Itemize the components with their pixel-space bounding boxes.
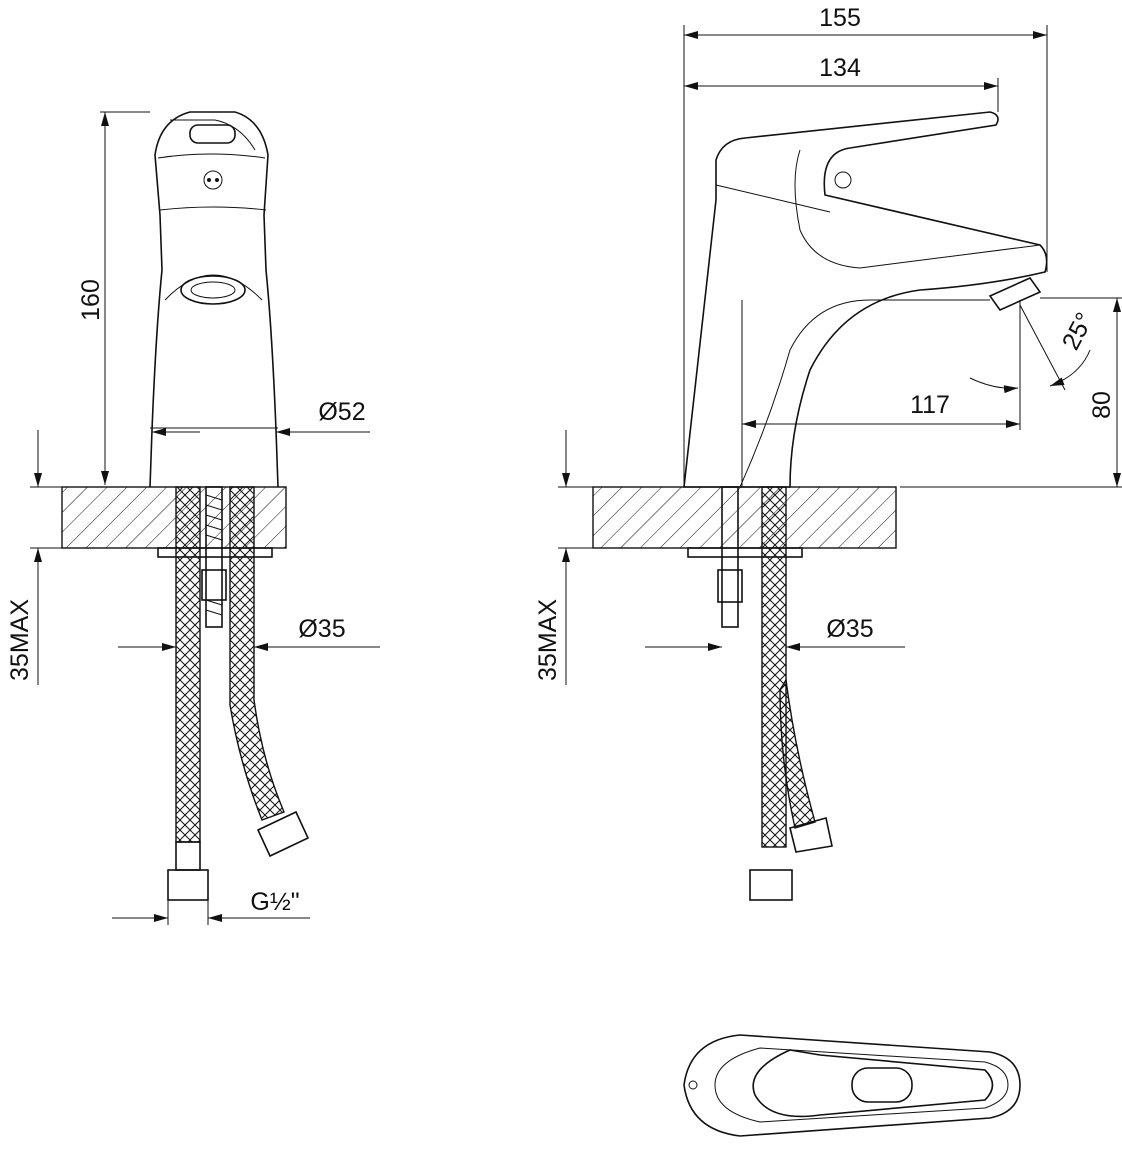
countertop-section	[592, 486, 897, 549]
mounting-nut	[201, 569, 227, 601]
height-label: 160	[77, 279, 105, 321]
aerator	[180, 275, 246, 305]
hole-diameter-label: Ø35	[298, 615, 345, 643]
spout-height-label: 80	[1088, 391, 1116, 419]
spout-reach-label: 117	[910, 391, 950, 419]
hose-nut-left	[167, 869, 209, 901]
faucet-body-front	[149, 111, 279, 488]
aerator-side	[988, 277, 1042, 311]
body-diameter-label: Ø52	[318, 398, 365, 426]
lever-screw-icon	[834, 171, 852, 189]
overall-length-label: 155	[819, 4, 861, 32]
side-view: 155 134 117 80 25° Ø35 35MAX	[534, 4, 1122, 901]
hose-nut	[749, 869, 793, 901]
countertop-max-label: 35MAX	[6, 599, 34, 681]
countertop-max-label: 35MAX	[534, 599, 562, 681]
mounting-nut	[717, 569, 743, 603]
supply-hose-left	[175, 486, 201, 843]
lever-slot	[851, 1067, 913, 1103]
supply-hose	[761, 486, 787, 848]
hole-diameter-label: Ø35	[826, 615, 873, 643]
lever-slot	[189, 124, 236, 144]
thread-size-label: G½"	[250, 888, 299, 916]
indicator-icon	[688, 1080, 698, 1090]
faucet-body-side	[683, 111, 1048, 488]
front-view: 160 Ø52 Ø35 35MAX G½"	[6, 111, 380, 925]
supply-hose-right	[229, 486, 285, 821]
lever-length-label: 134	[819, 54, 861, 82]
hose-nut-right	[256, 810, 310, 858]
spout-angle-label: 25°	[1057, 308, 1099, 355]
indicator-screw-icon	[203, 170, 223, 190]
top-view	[683, 1034, 1021, 1137]
